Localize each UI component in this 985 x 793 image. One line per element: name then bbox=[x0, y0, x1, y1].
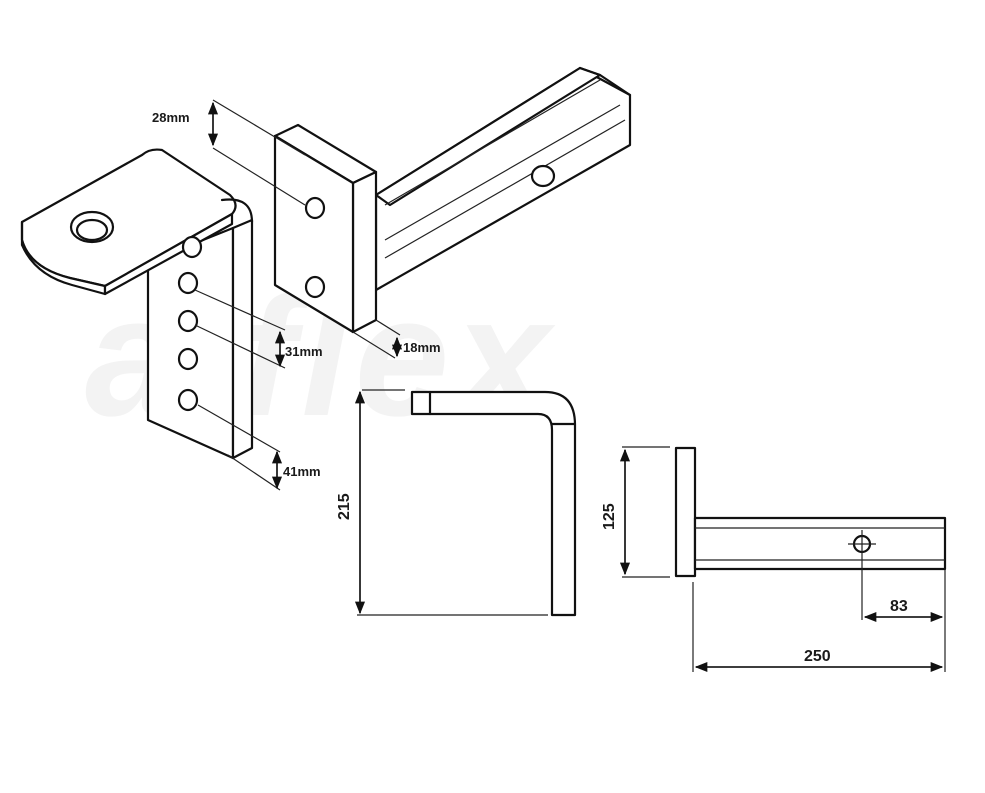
adjust-hole-1 bbox=[181, 235, 203, 259]
tow-ball-hole bbox=[69, 210, 115, 244]
dim-31mm: 31mm bbox=[194, 289, 323, 369]
plate-side bbox=[351, 170, 378, 334]
plate-hole-upper bbox=[304, 196, 326, 220]
dim-28mm: 28mm bbox=[152, 99, 306, 206]
shank-edge-line-1 bbox=[384, 79, 601, 206]
adjust-hole-5 bbox=[177, 388, 199, 412]
label-41mm: 41mm bbox=[283, 464, 321, 479]
label-215: 215 bbox=[336, 493, 353, 520]
adjust-hole-3 bbox=[177, 309, 199, 333]
adjust-hole-2 bbox=[177, 271, 199, 295]
plate-hole-lower bbox=[304, 275, 326, 299]
label-250: 250 bbox=[804, 648, 831, 665]
receiver-assembly-isometric bbox=[273, 66, 632, 334]
dim-18mm: 18mm bbox=[352, 319, 441, 359]
shank-edge-line-2 bbox=[384, 104, 621, 241]
drop-bracket-side-view: 215 bbox=[336, 389, 577, 617]
receiver-side-view: 125 83 250 bbox=[601, 446, 947, 673]
bracket-profile bbox=[410, 390, 577, 617]
shank-edge-line-3 bbox=[384, 119, 626, 259]
shank-pin-hole bbox=[530, 164, 556, 188]
label-125: 125 bbox=[601, 503, 618, 530]
label-31mm: 31mm bbox=[285, 344, 323, 359]
label-18mm: 18mm bbox=[403, 340, 441, 355]
label-83: 83 bbox=[890, 598, 908, 615]
tow-ball-hole-inner bbox=[75, 218, 109, 242]
shank-tube-end bbox=[578, 66, 632, 97]
plate-profile bbox=[674, 446, 697, 578]
bracket-bend bbox=[220, 198, 254, 224]
shank-profile bbox=[693, 516, 947, 571]
label-28mm: 28mm bbox=[152, 110, 190, 125]
adjust-hole-4 bbox=[177, 347, 199, 371]
dim-41mm: 41mm bbox=[197, 404, 321, 491]
bracket-leg-side bbox=[231, 218, 254, 460]
